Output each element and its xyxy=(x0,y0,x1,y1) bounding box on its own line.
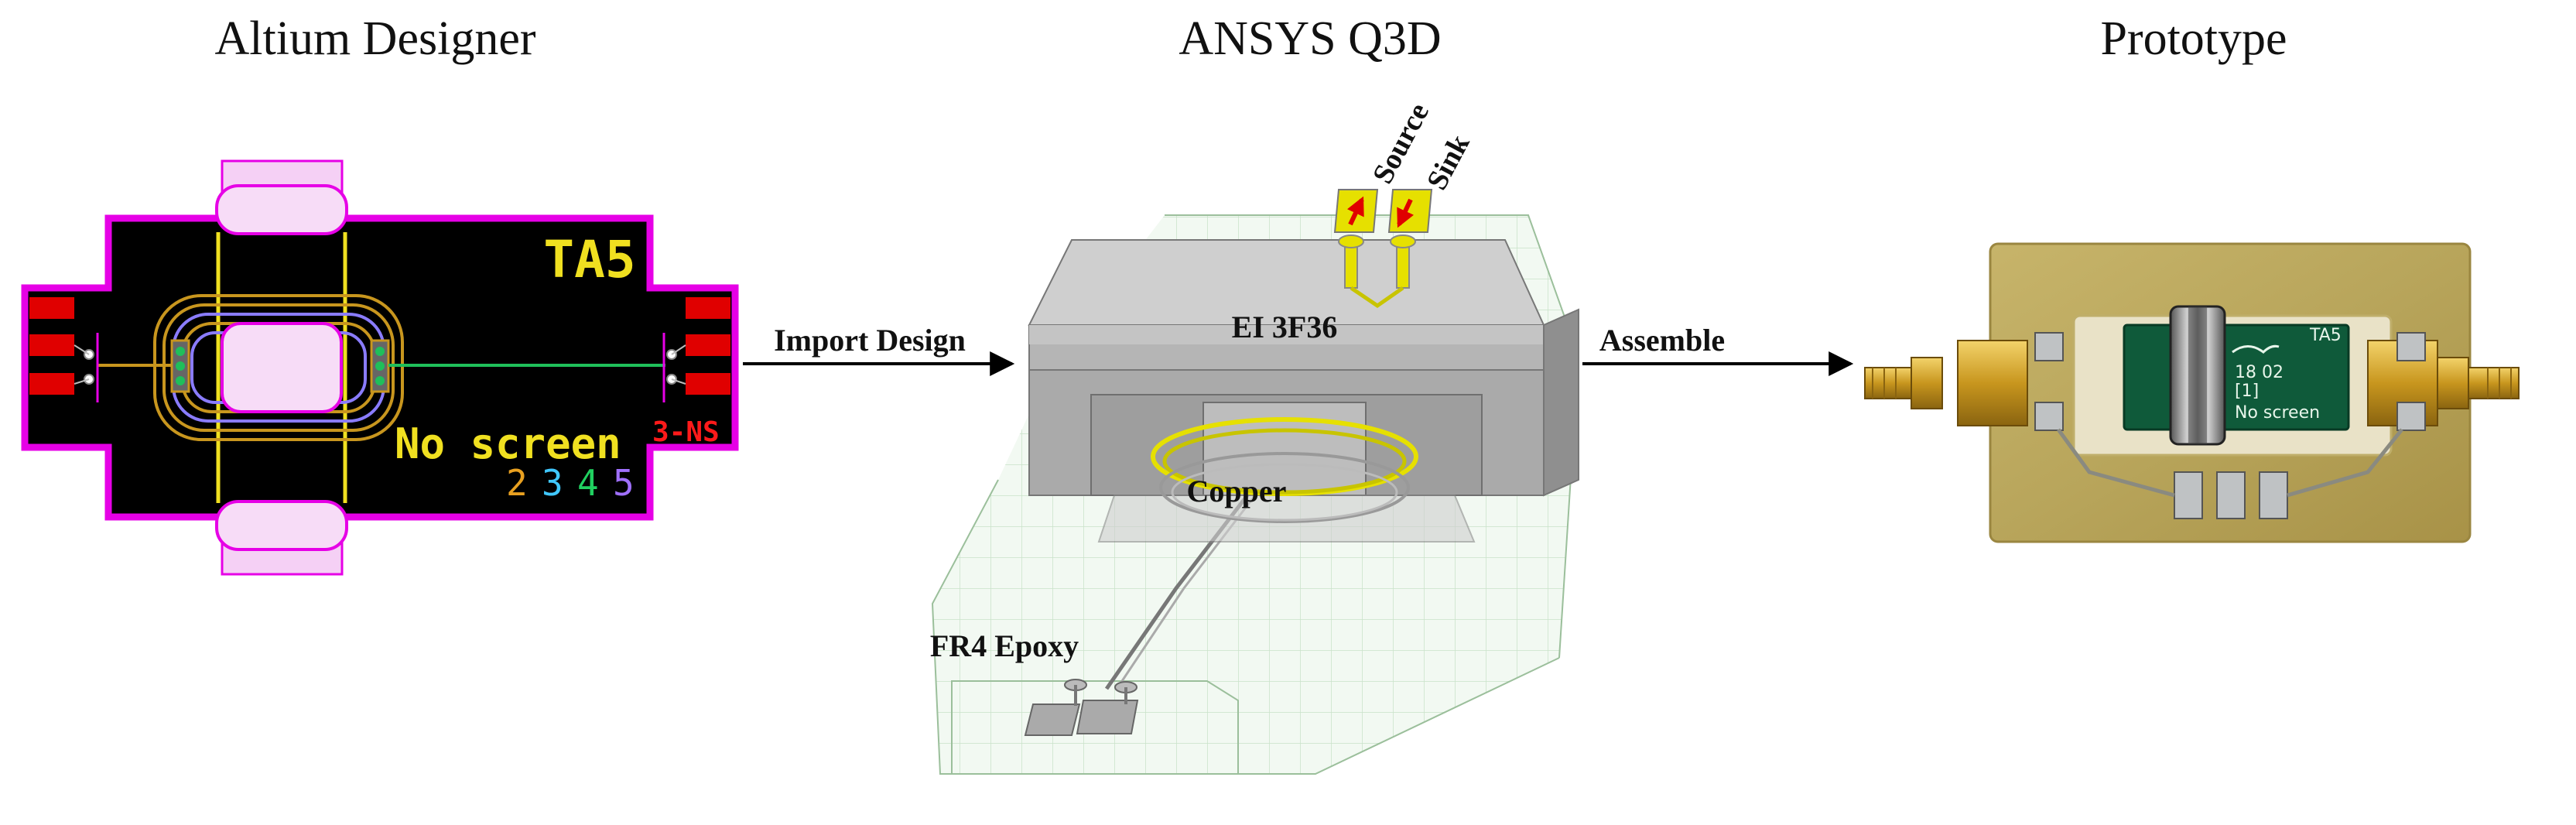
prototype-chip-logo xyxy=(2232,344,2280,354)
pcb-layer-2: 2 xyxy=(506,462,528,504)
pcb-core-clamp-bottom xyxy=(215,500,348,576)
prototype-board: TA5 18 02 [1] No screen xyxy=(1864,242,2520,543)
q3d-label-core: EI 3F36 xyxy=(1232,310,1338,344)
pcb-layer-3: 3 xyxy=(542,462,563,504)
pcb-pads-right xyxy=(662,297,730,402)
altium-pcb-layout: TA5 No screen 3-NS 2 3 4 5 xyxy=(21,159,739,576)
pcb-core-clamp-top xyxy=(215,159,348,235)
pcb-pads-left xyxy=(29,297,99,402)
title-altium: Altium Designer xyxy=(215,12,536,65)
prototype-chip-bracket: [1] xyxy=(2235,382,2259,401)
title-prototype: Prototype xyxy=(2100,12,2287,65)
pcb-layer-4: 4 xyxy=(577,462,599,504)
arrow-assemble: Assemble xyxy=(1582,323,1854,376)
pcb-core-outline xyxy=(216,232,347,503)
pcb-layer-numbers: 2 3 4 5 xyxy=(506,462,635,504)
pcb-label-no-screen: No screen xyxy=(395,419,621,468)
arrow-assemble-label: Assemble xyxy=(1599,323,1725,358)
arrow-import-design: Import Design xyxy=(743,323,1015,376)
q3d-model: EI 3F36 Copper FR4 Epoxy Source Sink xyxy=(930,98,1580,775)
pcb-label-3ns: 3-NS xyxy=(652,416,720,448)
q3d-label-copper: Copper xyxy=(1187,474,1287,508)
pcb-layer-5: 5 xyxy=(613,462,635,504)
pcb-via-right xyxy=(370,339,390,393)
q3d-bottom-pads xyxy=(1024,679,1139,736)
q3d-label-sink: Sink xyxy=(1421,128,1476,195)
prototype-chip-ta5: TA5 xyxy=(2309,326,2342,345)
prototype-traces xyxy=(2056,428,2403,498)
prototype-sma-left xyxy=(1864,340,2028,426)
prototype-chip-code: 18 02 xyxy=(2235,363,2284,382)
pcb-label-ta5: TA5 xyxy=(543,230,635,289)
prototype-chip-no-screen: No screen xyxy=(2235,403,2320,423)
q3d-ports xyxy=(1333,189,1433,309)
pcb-via-left xyxy=(170,339,190,393)
title-ansys: ANSYS Q3D xyxy=(1179,12,1441,65)
q3d-copper-winding xyxy=(1151,417,1418,523)
q3d-label-substrate: FR4 Epoxy xyxy=(930,628,1079,663)
prototype-pads xyxy=(2034,332,2426,519)
pcb-core-window xyxy=(221,322,343,413)
arrow-import-label: Import Design xyxy=(774,323,966,358)
